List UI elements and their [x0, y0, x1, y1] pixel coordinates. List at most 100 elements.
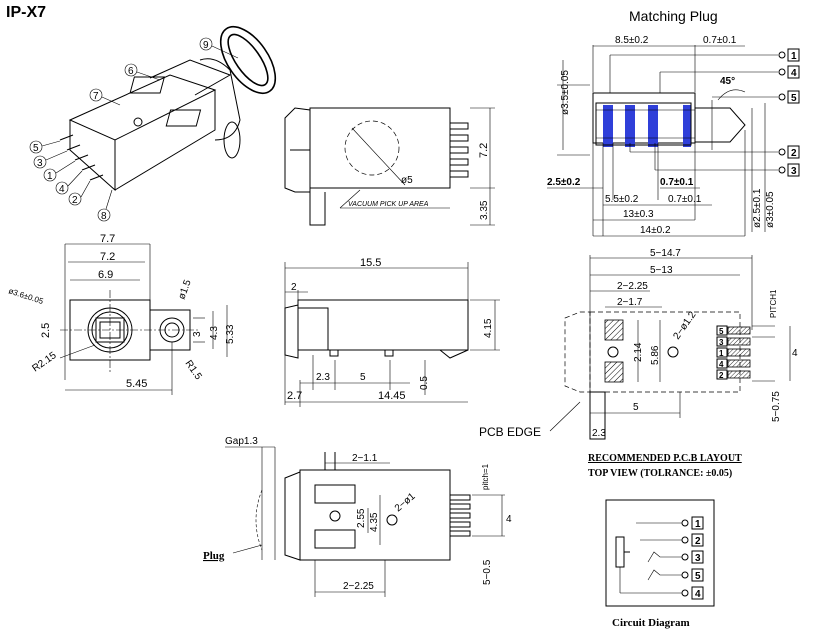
bottom-d-1: 2−ø1: [393, 491, 418, 515]
plug-dim-5-5: 5.5±0.2: [605, 194, 639, 205]
plug-pin-2: 2: [778, 145, 800, 159]
svg-text:2: 2: [72, 195, 78, 206]
side-base: 3.35: [479, 200, 490, 220]
pcb-d-2-14: 2.14: [633, 342, 644, 362]
plug-pin-1: 1: [778, 48, 800, 62]
pcb-recommended-title: RECOMMENDED P.C.B LAYOUT: [588, 453, 742, 464]
bottom-d-0-5: 5−0.5: [482, 559, 493, 585]
svg-text:4: 4: [59, 184, 65, 195]
pcb-d-2-25: 2−2.25: [617, 281, 648, 292]
svg-text:2: 2: [791, 148, 797, 159]
callout-6: 6: [124, 63, 161, 81]
pcb-d-4: 4: [792, 348, 798, 359]
front-r-2-15: R2.15: [30, 350, 59, 375]
plug-dim-8-5: 8.5±0.2: [615, 35, 649, 46]
bottom-d-2-55: 2.55: [356, 508, 367, 528]
plug-pin-4: 4: [778, 65, 800, 79]
side2-d-2-3: 2.3: [316, 372, 330, 383]
side-height: 7.2: [478, 143, 490, 158]
side2-d-2: 2: [291, 282, 297, 293]
front-h-5-33: 5.33: [225, 324, 236, 344]
front-r-1-5: R1.5: [183, 358, 204, 382]
front-d-1-5: ø1.5: [176, 278, 193, 301]
pcb-edge-label: PCB EDGE: [479, 425, 541, 439]
plug-dim-0-7-top: 0.7±0.1: [703, 35, 737, 46]
pcb-pitch: PITCH1: [769, 289, 778, 318]
side2-len: 15.5: [360, 257, 381, 269]
front-w-7-7: 7.7: [100, 233, 115, 245]
pcb-pad-1: 1: [716, 347, 751, 358]
circuit-pin-2: 2: [640, 533, 704, 547]
pcb-pad-5: 5: [716, 325, 751, 336]
matching-plug-drawing: Matching Plug 8.5±0.2 0.7±0.1 ø3.5±0.05 …: [547, 8, 800, 237]
svg-text:2: 2: [695, 536, 701, 547]
side2-d-5: 5: [360, 372, 366, 383]
side2-d-14-45: 14.45: [378, 390, 406, 402]
side2-d-2-7: 2.7: [287, 390, 302, 402]
pcb-d-5-86: 5.86: [650, 345, 661, 365]
circuit-pin-4: 4: [620, 586, 704, 600]
pcb-recommended-sub: TOP VIEW (TOLRANCE: ±0.05): [588, 468, 732, 479]
callout-4: 4: [55, 170, 83, 195]
plug-dim-0-7-low: 0.7±0.1: [668, 194, 702, 205]
plug-dim-2-5: 2.5±0.2: [547, 177, 581, 188]
svg-text:5: 5: [695, 571, 701, 582]
svg-text:3: 3: [37, 158, 43, 169]
callout-9: 9: [199, 37, 239, 59]
svg-text:5: 5: [33, 143, 39, 154]
svg-text:4: 4: [695, 589, 701, 600]
callout-2: 2: [68, 180, 91, 206]
bottom-gap: Gap1.3: [225, 436, 258, 447]
plug-dia-3-5: ø3.5±0.05: [560, 70, 571, 115]
part-title: IP-X7: [6, 4, 46, 21]
svg-text:2: 2: [719, 371, 724, 380]
circuit-pin-5: 5: [647, 568, 704, 582]
circuit-diagram: 1 2 3 5 4 Circuit Diagram: [605, 499, 715, 629]
bottom-d-2-25: 2−2.25: [343, 581, 374, 592]
pcb-d-2-3: 2.3: [592, 428, 606, 439]
svg-text:4: 4: [719, 360, 724, 369]
svg-text:3: 3: [719, 338, 724, 347]
callout-7: 7: [89, 88, 121, 106]
svg-text:8: 8: [101, 211, 107, 222]
front-h-2-5: 2.5: [40, 323, 52, 338]
pcb-d-1-7: 2−1.7: [617, 297, 643, 308]
vacuum-label: VACUUM PICK UP AREA: [348, 201, 429, 208]
svg-text:7: 7: [93, 91, 99, 102]
svg-text:5: 5: [719, 327, 724, 336]
pcb-pad-2: 2: [716, 369, 751, 380]
side2-h-4-15: 4.15: [483, 318, 494, 338]
front-hole: ø3.6±0.05: [7, 286, 45, 306]
plug-dim-0-7-mid: 0.7±0.1: [660, 177, 694, 188]
circuit-pin-3: 3: [647, 550, 704, 564]
pcb-pad-4: 4: [716, 358, 751, 369]
circuit-pin-1: 1: [636, 516, 704, 530]
plug-dim-14: 14±0.2: [640, 225, 671, 236]
svg-text:1: 1: [695, 519, 701, 530]
front-h-4-3: 4.3: [209, 326, 220, 340]
bottom-d-4: 4: [506, 514, 512, 525]
plug-dia-3: ø3±0.05: [765, 191, 776, 228]
svg-text:4: 4: [791, 68, 797, 79]
pcb-d-14-7: 5−14.7: [650, 248, 681, 259]
side-view-top: ø5 VACUUM PICK UP AREA 7.2 3.35: [284, 107, 495, 226]
bottom-d-1-1: 2−1.1: [352, 453, 378, 464]
plug-dim-13: 13±0.3: [623, 209, 654, 220]
bottom-d-4-35: 4.35: [369, 512, 380, 532]
svg-text:9: 9: [203, 40, 209, 51]
side-view-middle: 15.5 2 4.15 2.3 5 0.5 2.7 14.45: [284, 257, 500, 407]
bottom-plug: Plug: [203, 550, 225, 562]
svg-text:1: 1: [719, 349, 724, 358]
svg-text:1: 1: [791, 51, 797, 62]
pcb-d-13: 5−13: [650, 265, 673, 276]
plug-pin-3: 3: [778, 163, 800, 177]
pcb-pad-3: 3: [716, 336, 751, 347]
svg-text:1: 1: [47, 171, 53, 182]
isometric-view: 9 6 7 5 3 1 4 2 8: [29, 26, 277, 222]
svg-text:6: 6: [128, 66, 134, 77]
svg-text:3: 3: [695, 553, 701, 564]
front-w-7-2: 7.2: [100, 251, 115, 263]
plug-pin-5: 5: [778, 90, 800, 104]
plug-angle: 45°: [720, 76, 735, 87]
